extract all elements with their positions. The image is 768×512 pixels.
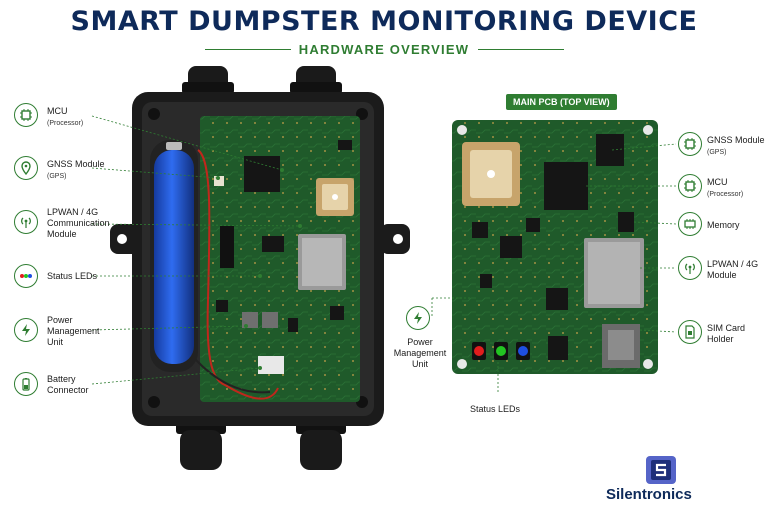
label-gnss	[14, 156, 38, 180]
top-cable-gland-left	[182, 66, 234, 96]
battery-icon	[14, 372, 38, 396]
led-dots-icon	[14, 264, 38, 288]
brand-name: Silentronics	[606, 486, 692, 503]
label-gnss-sub: (GPS)	[47, 173, 67, 180]
mcu-chip	[244, 156, 280, 192]
label-gnss-title: GNSS Module	[47, 159, 105, 169]
label-mcu-sub: (Processor)	[47, 120, 84, 127]
rlabel-lpwan-title: LPWAN / 4G Module	[707, 259, 759, 280]
label-mcu-title: MCU	[47, 106, 68, 116]
rlabel-memory-title: Memory	[707, 220, 740, 230]
rlabel-lpwan	[678, 256, 702, 280]
rlabel-mcu	[678, 174, 702, 198]
rlabel-sim	[678, 320, 702, 344]
main-pcb-badge: MAIN PCB (TOP VIEW)	[506, 94, 617, 110]
rlabel-gnss-sub: (GPS)	[707, 149, 727, 156]
chip-icon	[14, 103, 38, 127]
lightning-icon	[406, 306, 430, 330]
lightning-icon	[14, 318, 38, 342]
rlabel-memory	[678, 212, 702, 236]
label-battery-title: Battery Connector	[47, 374, 89, 395]
battery-cell	[154, 150, 194, 364]
rlabel-gnss	[678, 132, 702, 156]
sim-card-icon	[678, 320, 702, 344]
rlabel-mcu-title: MCU	[707, 177, 728, 187]
pcb-power-label	[406, 306, 430, 330]
label-battery	[14, 372, 38, 396]
status-leds	[472, 342, 530, 360]
rlabel-mcu-sub: (Processor)	[707, 191, 744, 198]
subtitle-rule-right	[478, 49, 564, 50]
brand-logo-mark	[646, 456, 676, 484]
battery-connector	[258, 356, 284, 374]
left-leader-lines	[91, 115, 301, 385]
right-leader-lines	[431, 143, 677, 392]
label-lpwan	[14, 210, 38, 234]
antenna-icon	[14, 210, 38, 234]
label-power	[14, 318, 38, 342]
pcb-status-leds-label: Status LEDs	[470, 404, 521, 414]
pcb-memory-chip	[618, 212, 634, 232]
label-status-leds-title: Status LEDs	[47, 271, 98, 281]
label-status-leds	[14, 264, 38, 288]
page-subtitle: HARDWARE OVERVIEW	[298, 42, 470, 57]
label-mcu	[14, 103, 38, 127]
subtitle-rule-left	[205, 49, 291, 50]
label-lpwan-title: LPWAN / 4G Communication Module	[47, 207, 110, 239]
pcb-mcu-chip	[544, 162, 588, 210]
antenna-icon	[678, 256, 702, 280]
chip-icon	[678, 174, 702, 198]
rlabel-gnss-title: GNSS Module	[707, 135, 765, 145]
top-cable-gland-right	[290, 66, 342, 96]
rlabel-sim-title: SIM Card Holder	[707, 323, 746, 344]
label-power-title: Power Management Unit	[47, 315, 100, 347]
page-title: SMART DUMPSTER MONITORING DEVICE	[70, 6, 698, 37]
memory-chip-icon	[678, 212, 702, 236]
pcb-power-label-text: Power Management Unit	[393, 337, 447, 369]
location-pin-icon	[14, 156, 38, 180]
chip-icon	[678, 132, 702, 156]
